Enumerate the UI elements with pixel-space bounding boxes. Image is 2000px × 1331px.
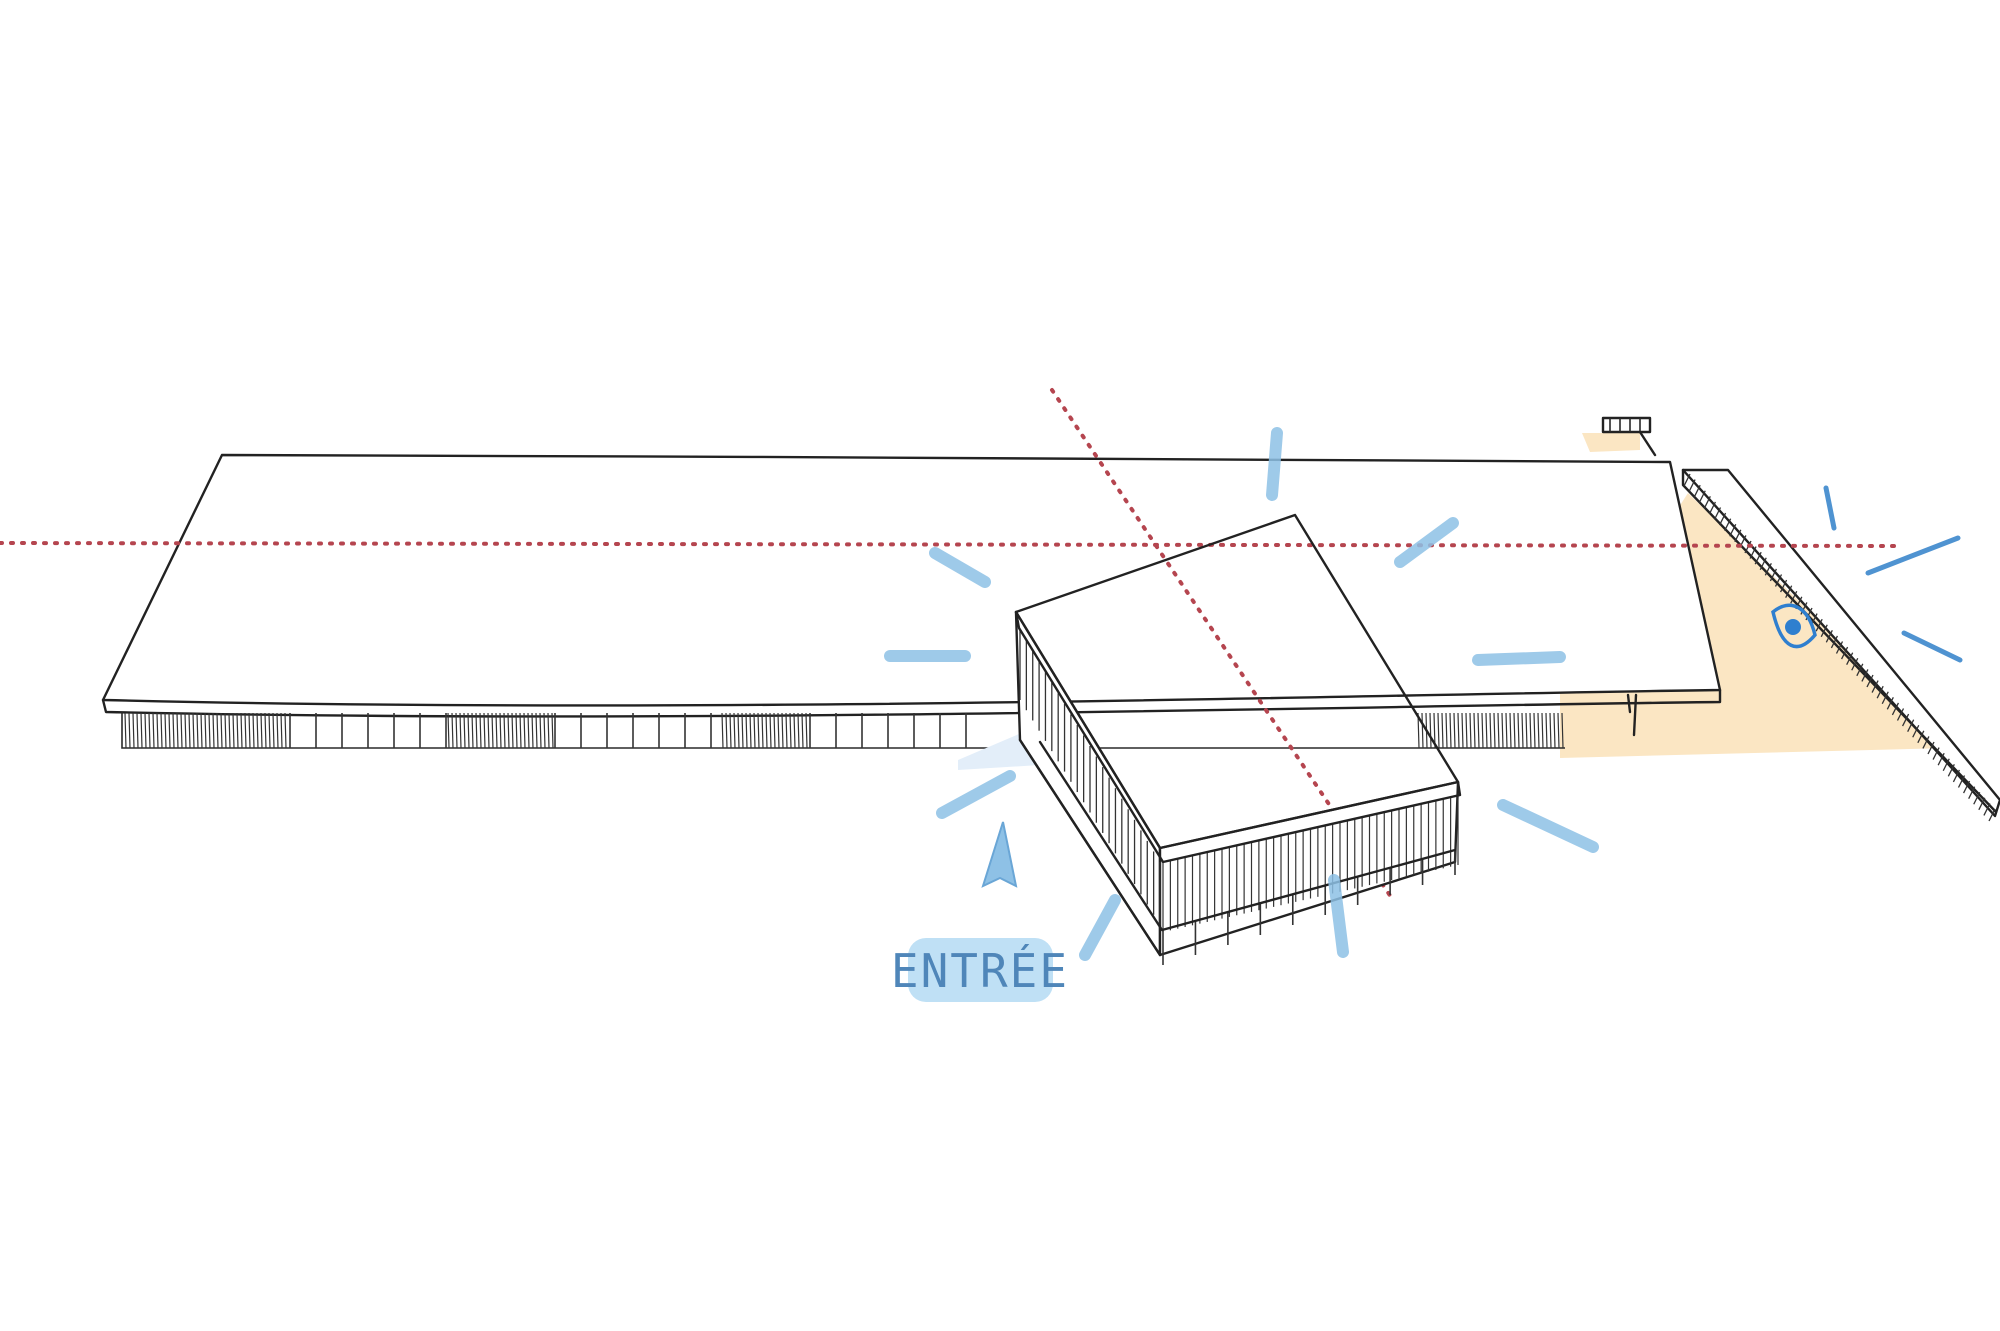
- main-roof-edge: [101, 688, 1722, 718]
- main-facade: [121, 693, 1638, 749]
- rooftop-structure: [1601, 416, 1657, 457]
- main-roof: [101, 453, 1722, 707]
- view-zone-corner: [1582, 433, 1640, 452]
- ramp-wall: [1681, 468, 2000, 822]
- entrance-pavilion: [958, 513, 1462, 965]
- cladding-panels: [124, 712, 1564, 749]
- axes: [0, 388, 1897, 902]
- window-mullions: [289, 713, 967, 748]
- diagonal-axis: [1050, 388, 1395, 902]
- horizontal-axis: [0, 541, 1897, 548]
- main-building: [101, 453, 1722, 749]
- ramp-railing: [1683, 473, 1996, 822]
- arrow-up-icon: [981, 821, 1018, 888]
- view-rays: [1823, 485, 1963, 663]
- highlight-rays: [884, 427, 1599, 961]
- eye-icon: [1771, 603, 1817, 649]
- entrance-marker: ENTRÉE: [891, 821, 1069, 1002]
- entrance-label: ENTRÉE: [891, 944, 1069, 998]
- entrance-label-bg: [908, 938, 1053, 1002]
